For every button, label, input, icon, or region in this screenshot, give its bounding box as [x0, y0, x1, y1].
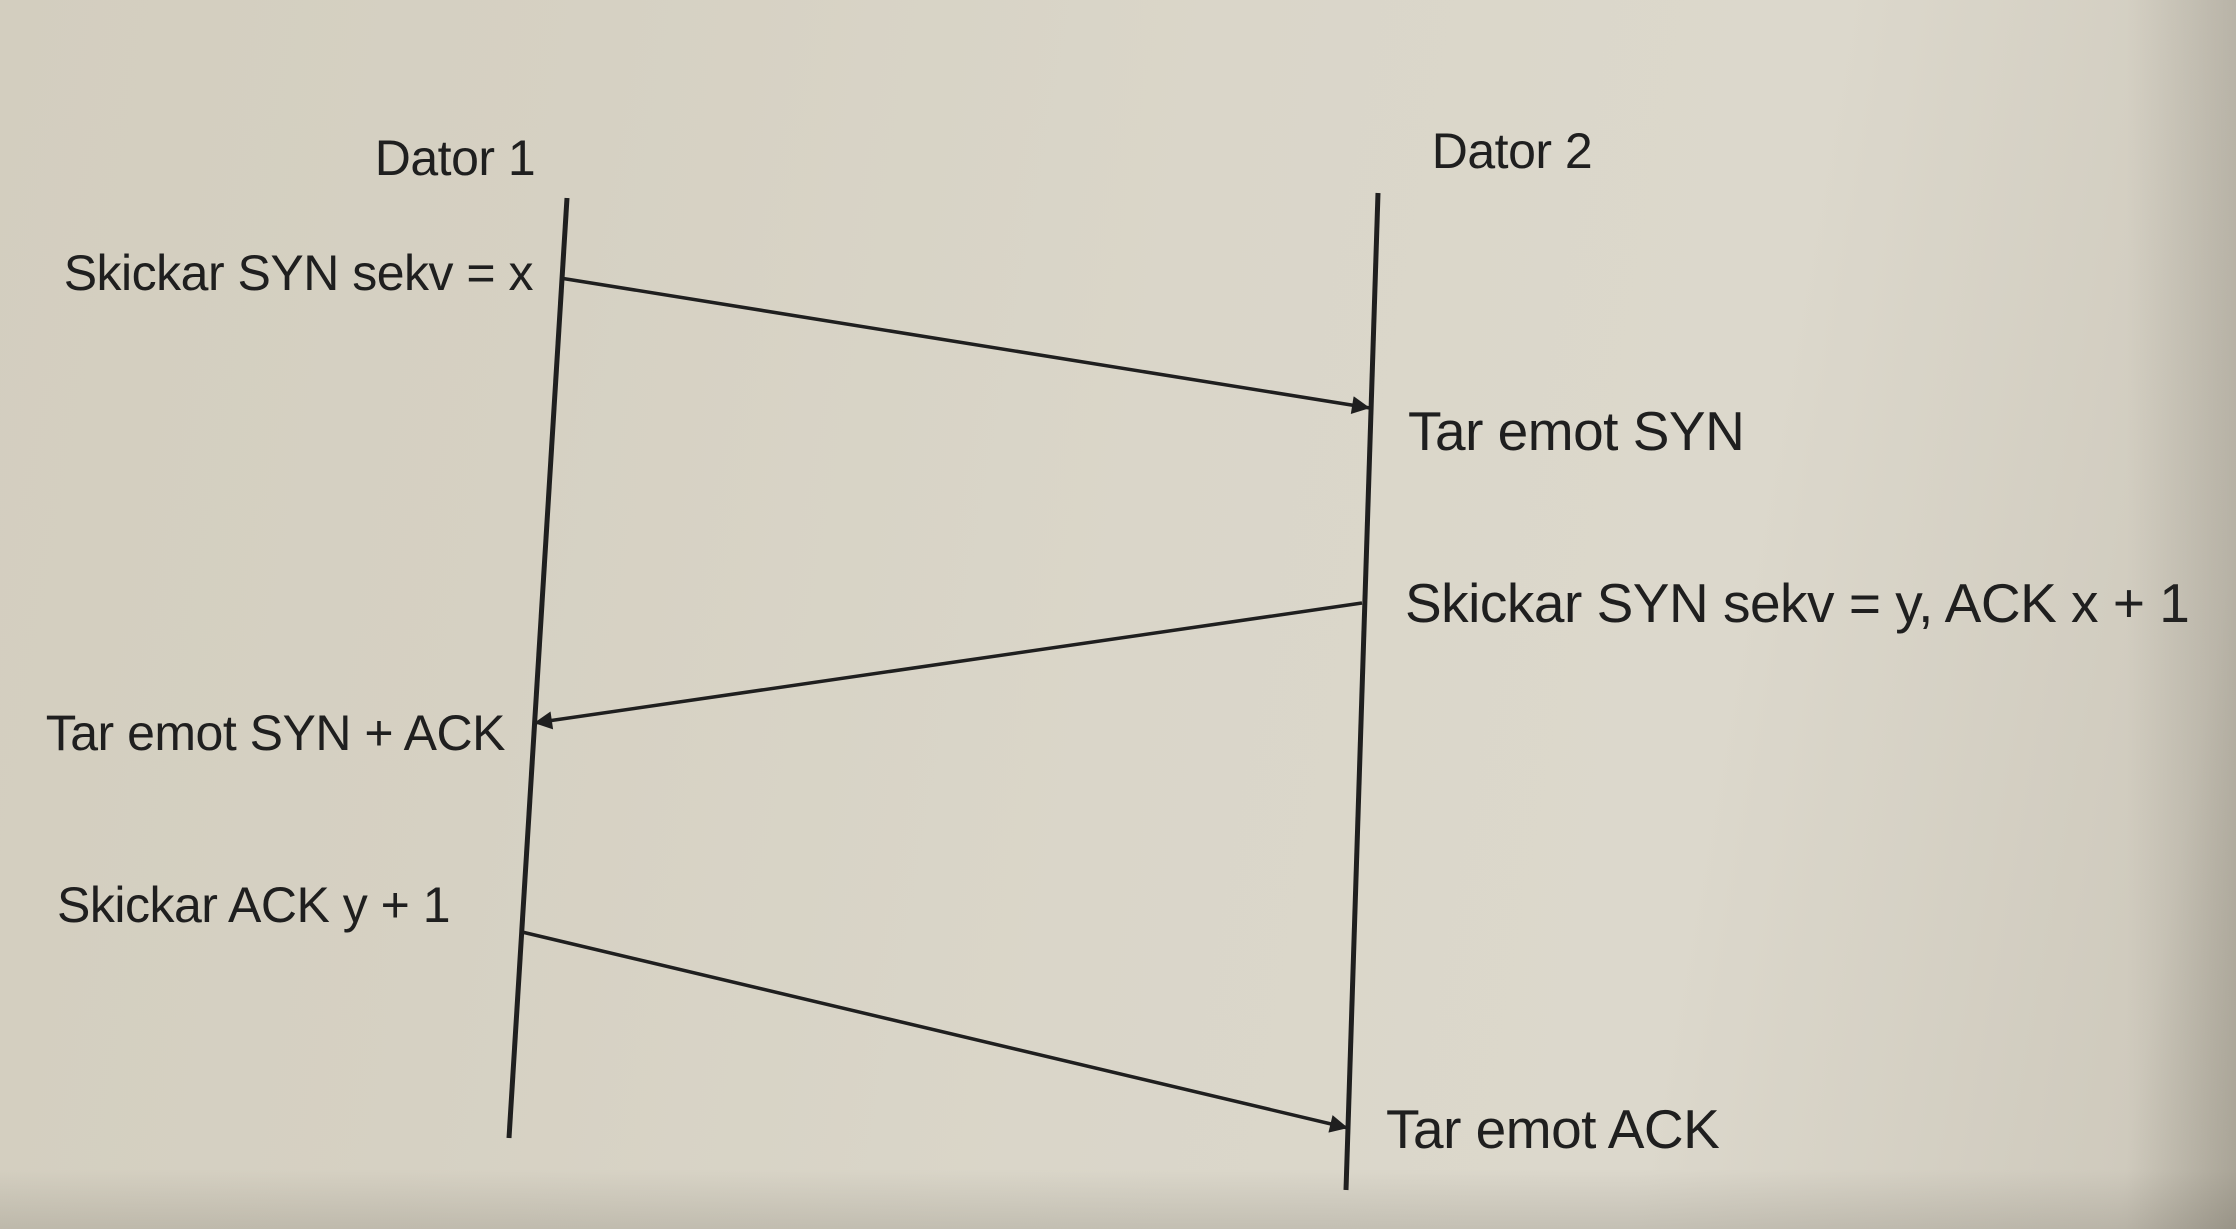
step2-receive-label: Tar emot SYN + ACK	[46, 705, 505, 761]
step3-send-label: Skickar ACK y + 1	[57, 877, 450, 933]
ack-message-arrow	[521, 930, 1349, 1133]
computer-2-label: Dator 2	[1432, 123, 1592, 179]
syn-ack-message-arrow	[533, 601, 1363, 730]
computer-2-lifeline	[1343, 192, 1381, 1191]
step1-send-label: Skickar SYN sekv = x	[64, 245, 534, 301]
step1-receive-label: Tar emot SYN	[1408, 400, 1744, 462]
computer-1-label: Dator 1	[375, 130, 535, 186]
computer-1-lifeline	[506, 197, 570, 1139]
step2-send-label: Skickar SYN sekv = y, ACK x + 1	[1405, 572, 2189, 634]
step3-receive-label: Tar emot ACK	[1386, 1098, 1720, 1160]
syn-message-arrow	[559, 276, 1371, 415]
